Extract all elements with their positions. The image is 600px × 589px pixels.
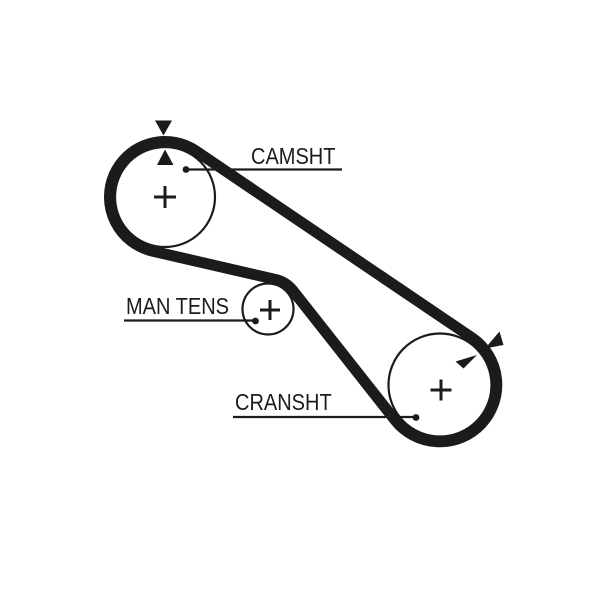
crankshaft-timing-mark-outer: [485, 331, 504, 349]
label-layer: CAMSHT MAN TENS CRANSHT: [126, 143, 335, 416]
crankshaft-pulley-center-cross: [430, 379, 452, 401]
crankshaft-label: CRANSHT: [235, 389, 332, 416]
camshaft-label: CAMSHT: [251, 143, 335, 170]
crankshaft-timing-mark-inner: [455, 355, 477, 369]
crankshaft-leader-line-dot: [412, 414, 420, 421]
camshaft-timing-mark-outer: [155, 120, 172, 136]
camshaft-pulley-center-cross: [154, 186, 176, 208]
timing-belt: [104, 136, 503, 448]
tensioner-pulley: [241, 282, 295, 336]
tensioner-leader-line-dot: [252, 317, 259, 325]
camshaft-leader-line-dot: [182, 166, 190, 173]
tensioner-label: MAN TENS: [126, 293, 229, 320]
camshaft-timing-mark-inner: [157, 149, 174, 165]
tensioner-pulley-center-cross: [260, 300, 280, 320]
